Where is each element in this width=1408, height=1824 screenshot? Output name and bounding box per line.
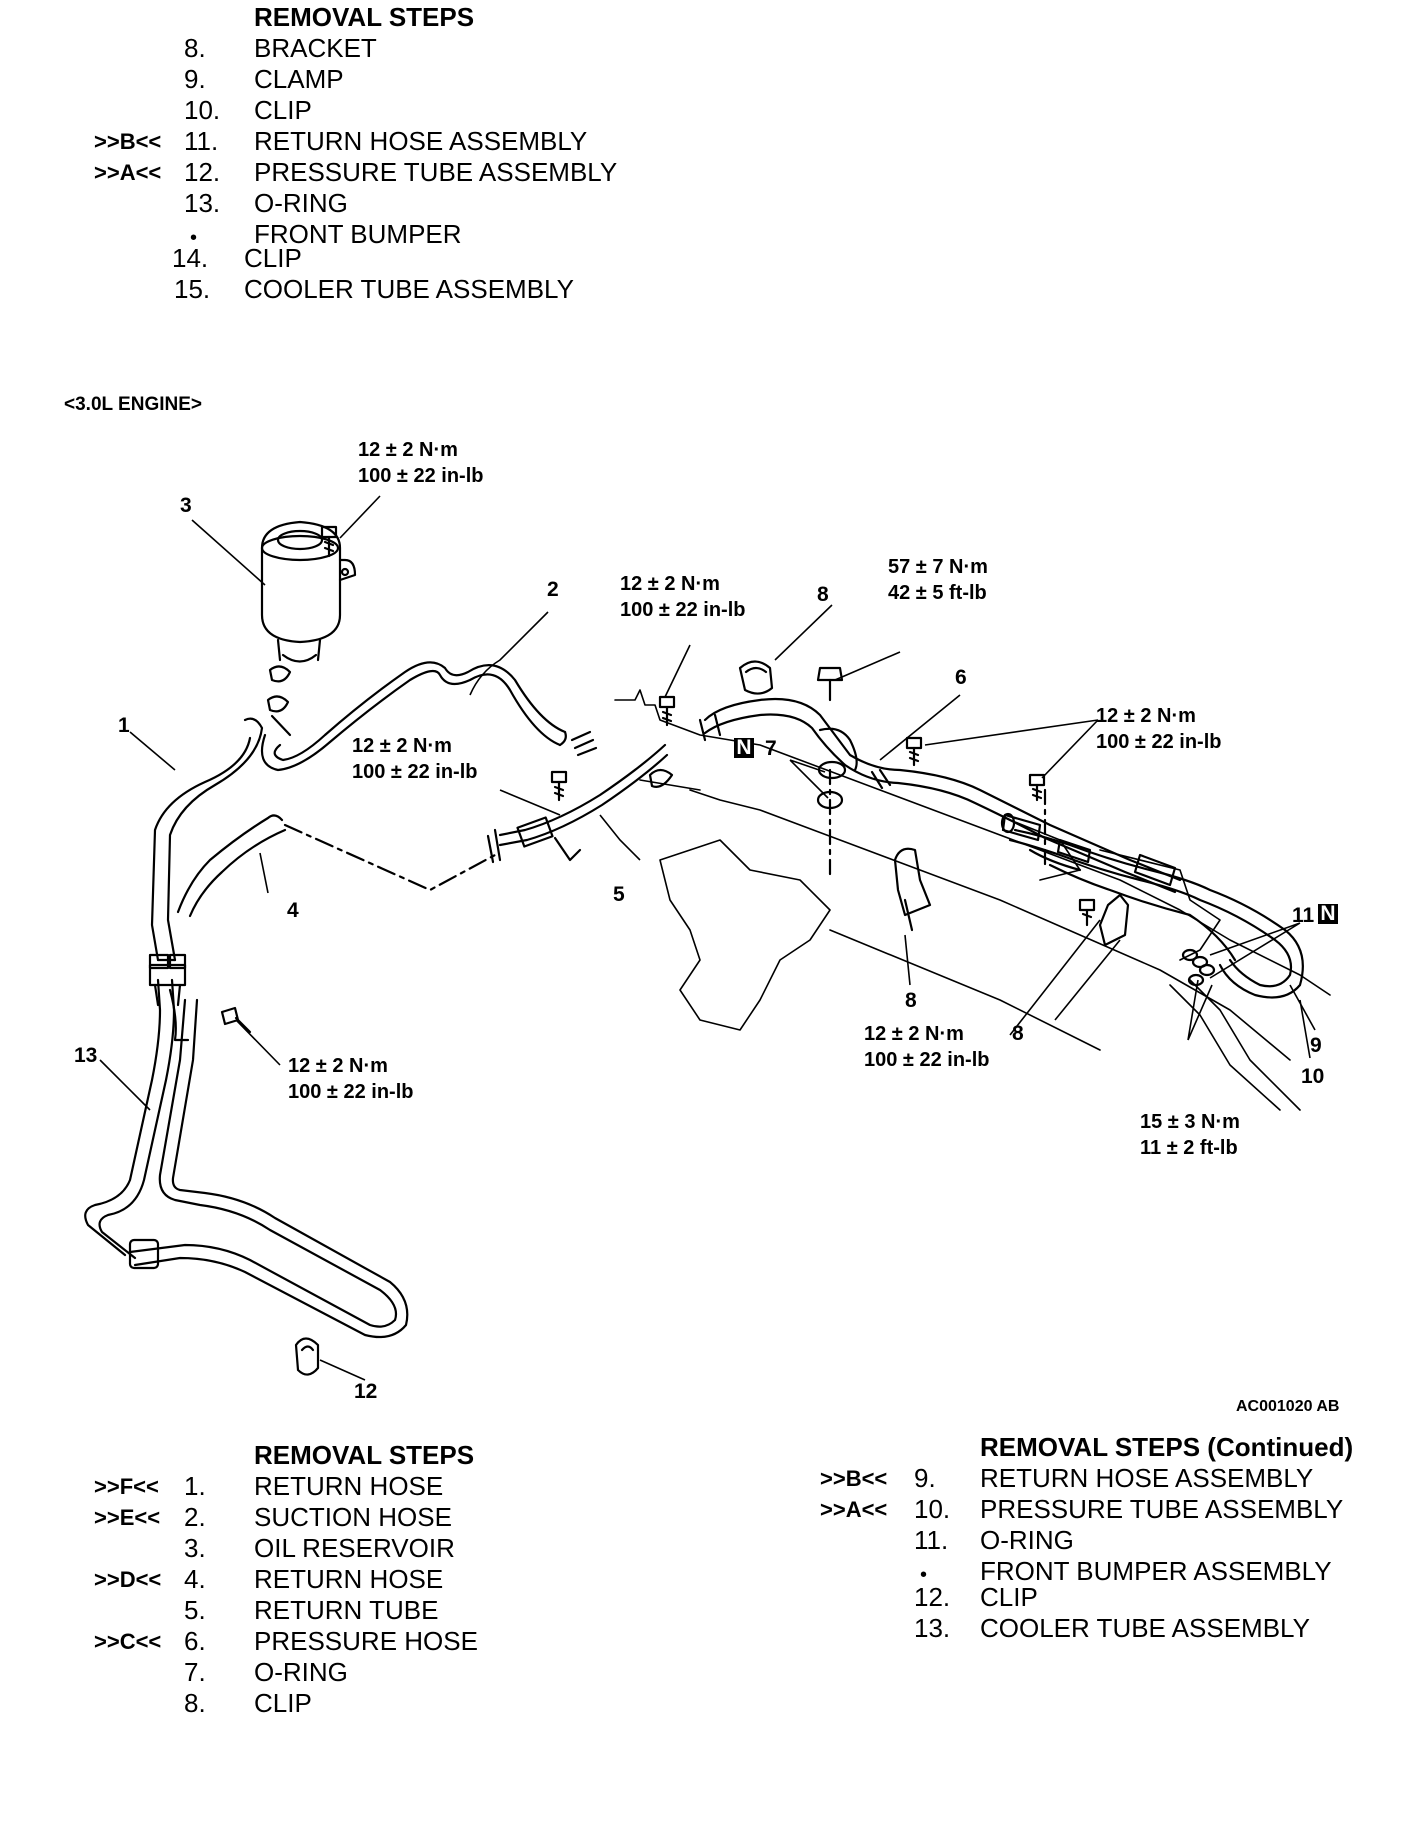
reservoir-bolt (320, 525, 338, 558)
union-bolt (816, 666, 844, 702)
step-row: >>C<<6.PRESSURE HOSE (94, 1626, 478, 1656)
bottom-left-removal-steps: REMOVAL STEPS >>F<<1.RETURN HOSE >>E<<2.… (94, 1440, 478, 1719)
torque-t4-ftlb: 42 ± 5 ft-lb (888, 582, 987, 604)
step-row: >>F<<1.RETURN HOSE (94, 1471, 444, 1501)
bracket-bolt-far-right (1028, 773, 1046, 802)
part-label-10: 10 (1301, 1065, 1324, 1088)
return-tube-clip (648, 768, 674, 788)
torque-t5-nm: 12 ± 2 N·m (1096, 705, 1196, 727)
part-label-13: 13 (74, 1044, 97, 1067)
step-row: >>A<<12.PRESSURE TUBE ASSEMBLY (94, 157, 618, 187)
step-row: 5.RETURN TUBE (184, 1595, 439, 1625)
part-label-1: 1 (118, 714, 130, 737)
torque-t1-nm: 12 ± 2 N·m (358, 439, 458, 461)
torque-t6-inlb: 100 ± 22 in-lb (288, 1081, 413, 1103)
part-label-5: 5 (613, 883, 625, 906)
part-label-2: 2 (547, 578, 559, 601)
step-row: 7.O-RING (184, 1657, 348, 1687)
part-label-8-top: 8 (817, 583, 829, 606)
fitting-block (1000, 812, 1177, 887)
hose-connection-line (283, 823, 497, 892)
step-row: 11.O-RING (914, 1525, 1074, 1555)
part-label-9: 9 (1310, 1034, 1322, 1057)
leader-lines (99, 495, 1316, 1381)
part-label-12: 12 (354, 1380, 377, 1403)
figure-code: AC001020 AB (1236, 1398, 1340, 1415)
step-row: 9.CLAMP (184, 64, 344, 94)
torque-t5-inlb: 100 ± 22 in-lb (1096, 731, 1221, 753)
cooler-bolt (220, 1006, 252, 1034)
bracket-8-mid (893, 847, 932, 932)
engine-label: <3.0L ENGINE> (64, 394, 202, 415)
step-row: >>D<<4.RETURN HOSE (94, 1564, 444, 1594)
step-row: •FRONT BUMPER (190, 219, 462, 249)
svg-text:N: N (736, 736, 751, 759)
return-tube-5 (486, 743, 669, 864)
n-badge-7: N (734, 736, 754, 759)
step-row: 3.OIL RESERVOIR (184, 1533, 455, 1563)
cooler-fittings (148, 953, 187, 970)
bottom-left-steps-header: REMOVAL STEPS (254, 1440, 475, 1470)
part-label-8-mid: 8 (905, 989, 917, 1012)
step-row: 14.CLIP (172, 243, 302, 273)
top-removal-steps: REMOVAL STEPS 8.BRACKET 9.CLAMP 10.CLIP … (94, 2, 618, 305)
step-row: 13.COOLER TUBE ASSEMBLY (914, 1613, 1310, 1643)
orings-11 (1181, 948, 1216, 987)
top-steps-header: REMOVAL STEPS (254, 2, 475, 32)
part-label-6: 6 (955, 666, 967, 689)
return-tube-bolt (550, 770, 568, 802)
torque-t3-inlb: 100 ± 22 in-lb (352, 761, 477, 783)
pressure-hose-6 (698, 697, 1182, 894)
return-hose-4 (176, 814, 287, 918)
step-row: >>B<<9.RETURN HOSE ASSEMBLY (820, 1463, 1314, 1493)
step-row: 13.O-RING (184, 188, 348, 218)
suction-hose-2 (260, 661, 598, 772)
part-label-7: 7 (765, 737, 777, 760)
torque-t8-nm: 15 ± 3 N·m (1140, 1111, 1240, 1133)
clip-12 (294, 1337, 320, 1376)
part-label-3: 3 (180, 494, 192, 517)
part-label-4: 4 (287, 899, 299, 922)
step-row: >>E<<2.SUCTION HOSE (94, 1502, 452, 1532)
step-row: 15.COOLER TUBE ASSEMBLY (174, 274, 574, 304)
power-steering-diagram: 3 1 2 4 5 6 7 8 8 8 9 10 11 12 13 N N 12… (74, 439, 1338, 1403)
step-row: 10.CLIP (184, 95, 312, 125)
step-row: 12.CLIP (914, 1582, 1038, 1612)
bottom-right-removal-steps: REMOVAL STEPS (Continued) >>B<<9.RETURN … (820, 1432, 1354, 1644)
step-row: •FRONT BUMPER ASSEMBLY (920, 1556, 1332, 1586)
torque-t7-nm: 12 ± 2 N·m (864, 1023, 964, 1045)
oil-reservoir (260, 520, 357, 663)
torque-t4-nm: 57 ± 7 N·m (888, 556, 988, 578)
bottom-right-steps-header: REMOVAL STEPS (Continued) (980, 1432, 1354, 1462)
step-row: 8.BRACKET (184, 33, 377, 63)
torque-t2-nm: 12 ± 2 N·m (620, 573, 720, 595)
torque-t7-inlb: 100 ± 22 in-lb (864, 1049, 989, 1071)
torque-t1-inlb: 100 ± 22 in-lb (358, 465, 483, 487)
cooler-tube-13 (84, 963, 409, 1339)
step-row: >>A<<10.PRESSURE TUBE ASSEMBLY (820, 1494, 1344, 1524)
clip-8-top (738, 660, 774, 695)
part-label-8-lower: 8 (1012, 1022, 1024, 1045)
bracket-8-lower (1098, 893, 1130, 947)
part-label-11: 11 (1292, 904, 1315, 927)
step-row: >>B<<11.RETURN HOSE ASSEMBLY (94, 126, 588, 156)
bolt-lower-right (1078, 898, 1096, 927)
step-row: 8.CLIP (184, 1688, 312, 1718)
torque-t6-nm: 12 ± 2 N·m (288, 1055, 388, 1077)
torque-t3-nm: 12 ± 2 N·m (352, 735, 452, 757)
return-hose-1 (150, 717, 264, 962)
n-badge-11: N (1318, 902, 1338, 925)
pressure-tube-assembly (1008, 828, 1304, 999)
svg-text:N: N (1320, 902, 1335, 925)
torque-t8-ftlb: 11 ± 2 ft-lb (1140, 1137, 1238, 1159)
torque-t2-inlb: 100 ± 22 in-lb (620, 599, 745, 621)
reservoir-fittings (266, 665, 292, 737)
steering-gear-housing (614, 689, 1331, 1111)
bracket-bolt-right (905, 736, 923, 767)
